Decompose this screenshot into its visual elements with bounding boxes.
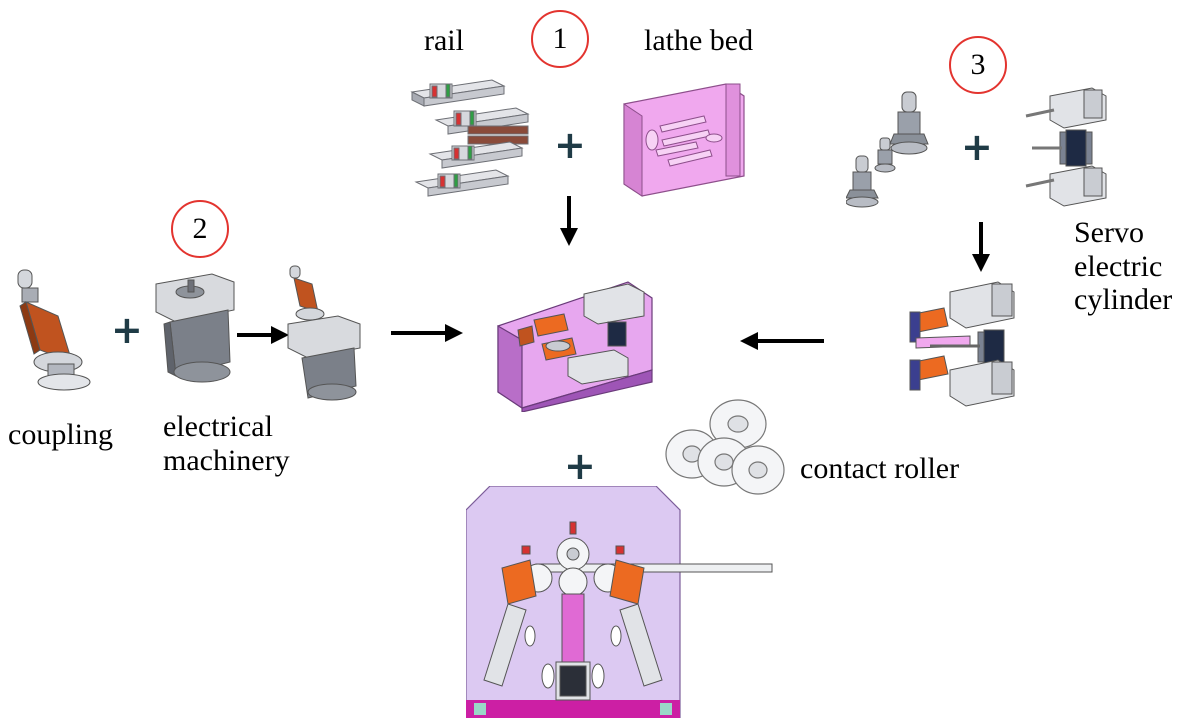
servo-label: Servo electric cylinder <box>1074 216 1172 317</box>
arrow-down-step3 <box>972 222 990 272</box>
servo-label-line-3: cylinder <box>1074 283 1173 317</box>
arrow-right-to-assembly <box>391 324 463 342</box>
arrow-down-step1 <box>560 196 578 246</box>
electrical-machinery-line-1: electrical <box>163 410 273 443</box>
base-assembly-icon <box>466 486 773 718</box>
spindle-group-icon <box>846 91 929 208</box>
step-3-badge: 3 <box>949 36 1007 94</box>
plus-sign-servo: + <box>961 125 993 169</box>
electrical-machinery-line-2: machinery <box>163 443 290 477</box>
plus-sign-base: + <box>564 444 596 488</box>
roller-icon <box>665 399 785 495</box>
coupling-icon <box>17 269 91 391</box>
assembly-icon <box>497 281 653 412</box>
arrow-left-to-assembly <box>740 332 824 350</box>
servo-cylinder-icon <box>1025 87 1107 207</box>
electrical-machinery-label: electrical machinery <box>163 410 290 477</box>
step-3-number: 3 <box>970 48 986 81</box>
step-1-number: 1 <box>552 22 568 55</box>
rail-label: rail <box>424 24 464 57</box>
coupling-label: coupling <box>8 418 113 451</box>
step-2-badge: 2 <box>171 200 229 258</box>
lathe-bed-label: lathe bed <box>644 24 754 57</box>
motor-icon <box>155 273 235 383</box>
coupling-motor-icon <box>287 265 361 401</box>
step-1-badge: 1 <box>531 10 589 68</box>
plus-sign-rail-bed: + <box>554 123 586 167</box>
servo-label-line-2: electric <box>1074 249 1163 283</box>
rail-set-icon <box>410 79 530 197</box>
lathe-bed-icon <box>623 83 745 197</box>
servo-subassembly-icon <box>909 281 1015 407</box>
arrow-right-motor <box>237 326 289 344</box>
servo-label-line-1: Servo <box>1074 216 1144 249</box>
plus-sign-coupling-motor: + <box>111 308 143 352</box>
contact-roller-label: contact roller <box>800 452 960 485</box>
step-2-number: 2 <box>192 212 208 245</box>
